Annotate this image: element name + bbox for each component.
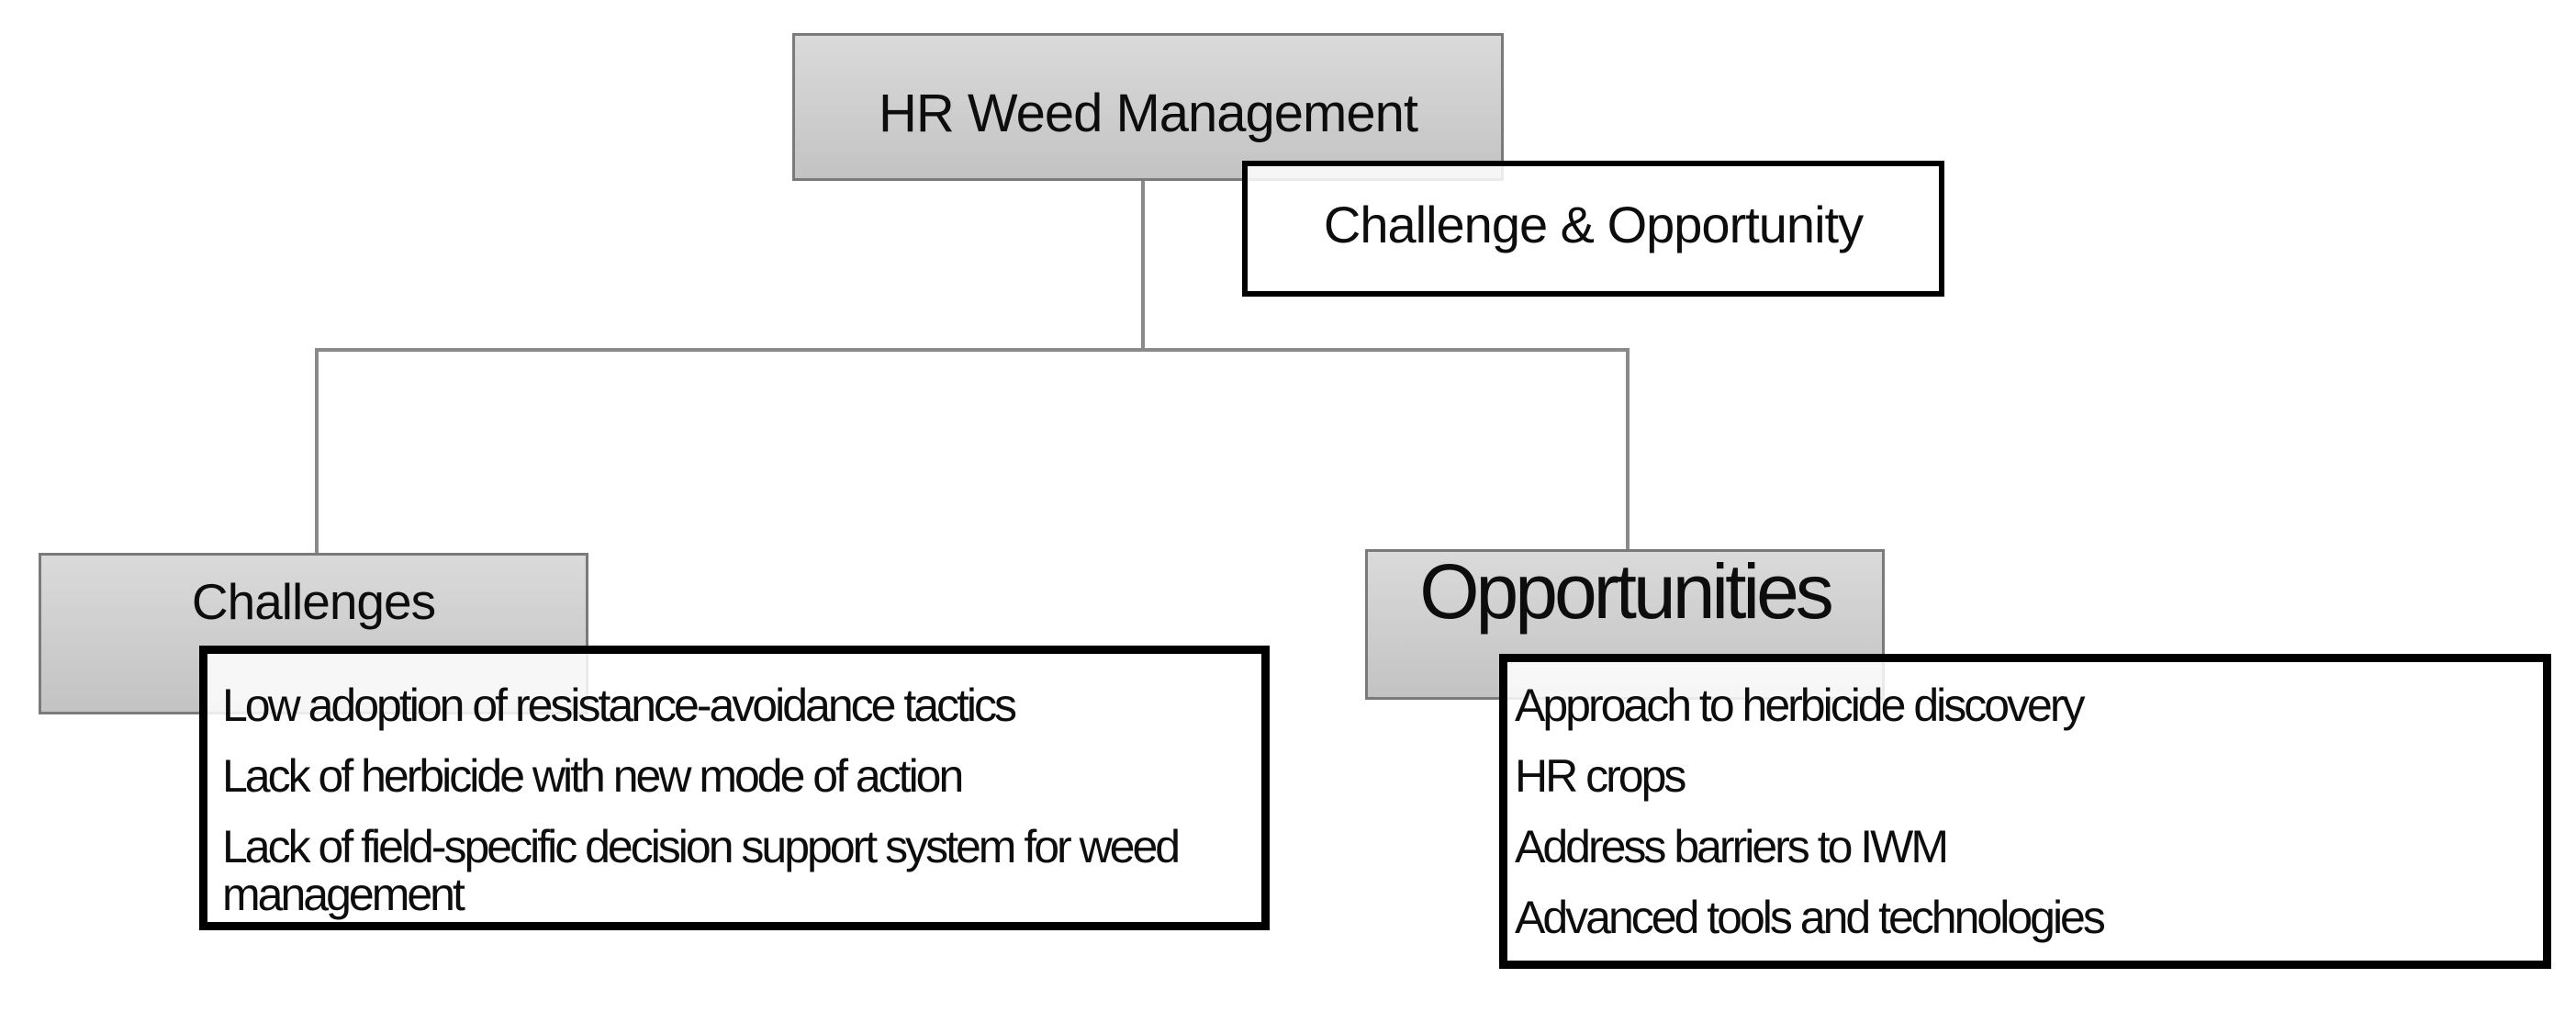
opportunities-list-box: Approach to herbicide discovery HR crops…: [1499, 654, 2551, 969]
list-item: Approach to herbicide discovery: [1515, 680, 2086, 731]
list-item: HR crops: [1515, 750, 1686, 802]
node-label: HR Weed Management: [878, 84, 1418, 143]
node-hr-weed-management: HR Weed Management: [792, 33, 1504, 181]
list-item: Address barriers to IWM: [1515, 821, 1949, 872]
connector-left-vertical: [315, 348, 319, 556]
list-item: Advanced tools and technologies: [1515, 892, 2106, 943]
list-item: Low adoption of resistance-avoidance tac…: [222, 680, 1017, 731]
challenges-list-box: Low adoption of resistance-avoidance tac…: [199, 646, 1270, 930]
list-item: Lack of herbicide with new mode of actio…: [222, 750, 964, 802]
node-label: Challenge & Opportunity: [1323, 195, 1864, 253]
list-item: Lack of field-specific decision support …: [222, 821, 1181, 920]
node-challenge-and-opportunity: Challenge & Opportunity: [1242, 161, 1944, 297]
node-label: Challenges: [191, 573, 436, 630]
connector-root-vertical: [1141, 179, 1145, 352]
connector-horizontal: [315, 348, 1630, 352]
node-label: Opportunities: [1419, 548, 1834, 635]
connector-right-vertical: [1626, 348, 1630, 552]
